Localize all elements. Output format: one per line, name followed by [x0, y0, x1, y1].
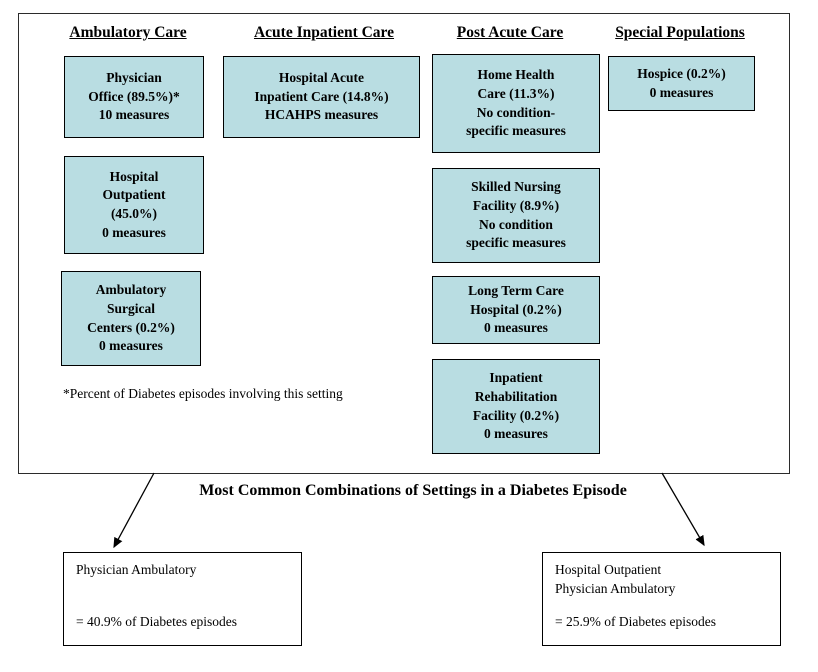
care-settings-panel: Ambulatory Care Acute Inpatient Care Pos…: [18, 13, 790, 474]
setting-box-hospital-acute-inpatient: Hospital Acute Inpatient Care (14.8%) HC…: [223, 56, 420, 138]
combination-episode-share: = 25.9% of Diabetes episodes: [555, 614, 716, 629]
column-header-ambulatory-care: Ambulatory Care: [69, 24, 187, 41]
setting-box-hospice: Hospice (0.2%) 0 measures: [608, 56, 755, 111]
combination-episode-share: = 40.9% of Diabetes episodes: [76, 614, 237, 629]
setting-box-long-term-care-hospital: Long Term Care Hospital (0.2%) 0 measure…: [432, 276, 600, 344]
setting-box-hospital-outpatient: Hospital Outpatient (45.0%) 0 measures: [64, 156, 204, 254]
setting-box-skilled-nursing-facility: Skilled Nursing Facility (8.9%) No condi…: [432, 168, 600, 263]
setting-box-inpatient-rehabilitation-facility: Inpatient Rehabilitation Facility (0.2%)…: [432, 359, 600, 454]
setting-box-physician-office: Physician Office (89.5%)* 10 measures: [64, 56, 204, 138]
combination-settings-list: Hospital Outpatient Physician Ambulatory: [555, 562, 676, 596]
setting-box-ambulatory-surgical-centers: Ambulatory Surgical Centers (0.2%) 0 mea…: [61, 271, 201, 366]
footnote-percent-definition: *Percent of Diabetes episodes involving …: [63, 386, 343, 401]
column-header-acute-inpatient-care: Acute Inpatient Care: [253, 24, 395, 41]
column-header-special-populations: Special Populations: [615, 24, 745, 41]
combination-box-hospital-outpatient-physician-ambulatory: Hospital Outpatient Physician Ambulatory…: [542, 552, 781, 646]
setting-box-home-health-care: Home Health Care (11.3%) No condition- s…: [432, 54, 600, 153]
combination-settings-list: Physician Ambulatory: [76, 562, 197, 577]
column-header-post-acute-care: Post Acute Care: [456, 24, 564, 41]
combination-box-physician-ambulatory: Physician Ambulatory = 40.9% of Diabetes…: [63, 552, 302, 646]
combinations-title: Most Common Combinations of Settings in …: [199, 482, 627, 499]
